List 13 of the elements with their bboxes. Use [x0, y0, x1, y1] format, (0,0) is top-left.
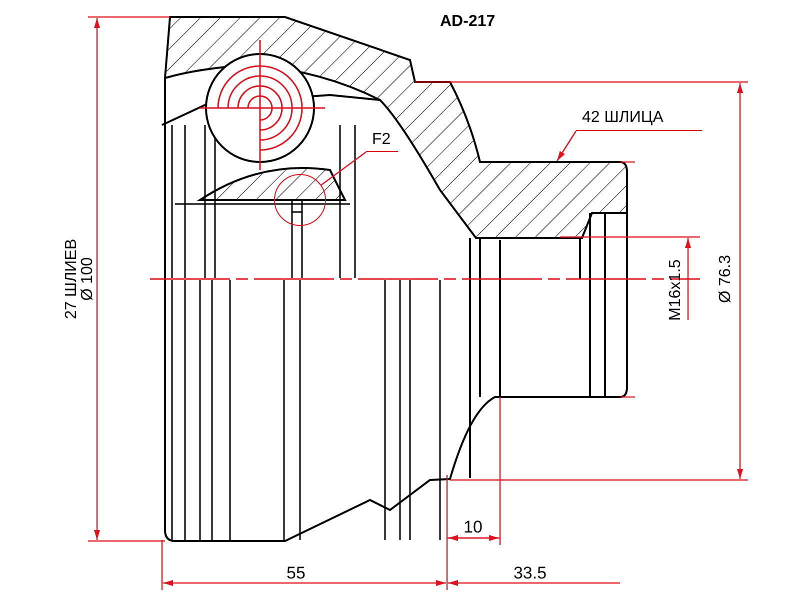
- dimension-value: 55: [286, 564, 306, 582]
- part-number-title: AD-217: [440, 14, 496, 30]
- dimension-text: M16x1.5: [668, 259, 684, 321]
- callout-label: F2: [371, 132, 392, 148]
- callout-label: 42 ШЛИЦА: [581, 110, 664, 126]
- dimension-text: Ø 100: [80, 257, 96, 301]
- leader-line: [556, 130, 577, 162]
- dimension-text: Ø 76.3: [718, 254, 734, 304]
- dimension-text: 27 ШЛИЕВ: [64, 238, 80, 320]
- detail-circle: [274, 174, 326, 226]
- dimension-value: 33.5: [513, 564, 547, 582]
- leader-line: [320, 151, 366, 186]
- dimension-value: 10: [464, 518, 482, 536]
